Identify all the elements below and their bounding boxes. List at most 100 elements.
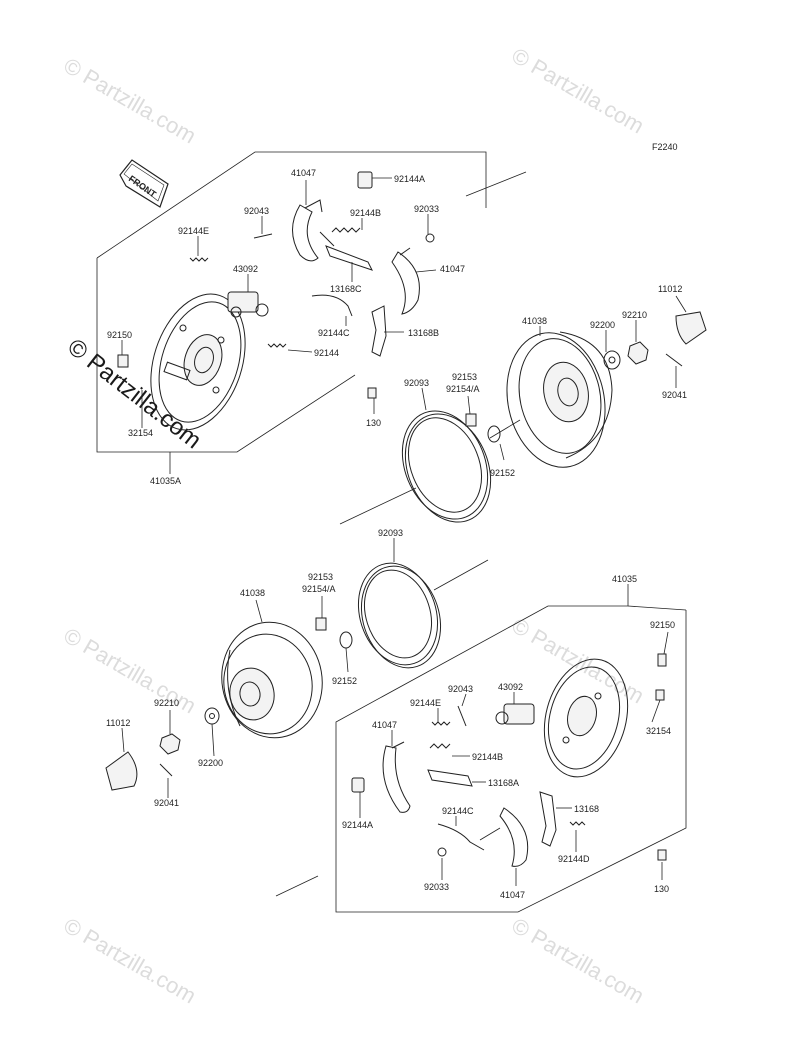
part-label: 92144B — [472, 752, 503, 762]
watermark-text: © Partzilla.com — [60, 53, 201, 149]
watermark-text: © Partzilla.com — [508, 43, 649, 139]
part-label: 92200 — [590, 320, 615, 330]
lever-13168a-icon — [427, 769, 473, 787]
top-leader-lines — [121, 177, 687, 474]
part-label: 92033 — [414, 204, 439, 214]
part-label: 13168 — [574, 804, 599, 814]
part-label: 92144A — [394, 174, 425, 184]
part-label: 92041 — [662, 390, 687, 400]
washer-92200-bottom-icon — [204, 707, 220, 725]
brake-shoe-41047-bottom-b — [499, 807, 529, 867]
part-label: 92144E — [410, 698, 441, 708]
spring-92144e-top-icon — [189, 257, 209, 262]
bottom-guide-line — [433, 559, 489, 591]
spring-92144c-bottom-icon — [437, 823, 485, 851]
bolt-32154-bottom-icon — [655, 689, 665, 701]
part-label: 41038 — [522, 316, 547, 326]
part-label: 92041 — [154, 798, 179, 808]
part-label: 92144 — [314, 348, 339, 358]
pin-92043-bottom-icon — [457, 705, 467, 727]
top-assembly-boundary — [96, 151, 527, 453]
backing-plate-41035 — [543, 658, 629, 778]
part-label: 92144C — [318, 328, 350, 338]
part-label: 92144B — [350, 208, 381, 218]
part-label: 92144C — [442, 806, 474, 816]
part-label: 92152 — [490, 468, 515, 478]
part-label: 41038 — [240, 588, 265, 598]
nut-92210-bottom-icon — [159, 733, 181, 755]
nut-92210-top-icon — [627, 341, 649, 365]
spring-92144a-top-icon — [357, 171, 373, 189]
part-label: 92200 — [198, 758, 223, 768]
lever-13168-icon — [539, 791, 557, 847]
bolt-92153-top-icon — [465, 413, 477, 427]
bolt-130-bottom-icon — [657, 849, 667, 861]
part-label: 11012 — [106, 718, 130, 728]
part-label: 41035 — [612, 574, 637, 584]
part-label: 92150 — [650, 620, 675, 630]
part-label: 32154 — [128, 428, 153, 438]
brake-shoe-41047-bottom-a — [382, 741, 411, 813]
part-label: 41047 — [440, 264, 465, 274]
cotter-pin-92041-top-icon — [665, 353, 683, 367]
part-label: 92144D — [558, 854, 590, 864]
part-label: 92154/A — [302, 584, 336, 594]
spring-92144b-bottom-icon — [429, 743, 451, 749]
seal-92093-bottom — [357, 562, 442, 669]
part-label: 130 — [366, 418, 381, 428]
part-label: 92150 — [107, 330, 132, 340]
part-label: 92043 — [448, 684, 473, 694]
part-label: 41047 — [372, 720, 397, 730]
spring-92144e-bottom-icon — [431, 721, 451, 726]
part-label: 92033 — [424, 882, 449, 892]
washer-92200-top-icon — [603, 350, 621, 370]
part-label: 92043 — [244, 206, 269, 216]
wheel-cylinder-43092-top — [227, 291, 269, 318]
part-label: 92153 — [308, 572, 333, 582]
watermark-text: © Partzilla.com — [60, 913, 201, 1009]
part-label: 41035A — [150, 476, 181, 486]
part-label: 13168C — [330, 284, 362, 294]
bolt-92150-top-icon — [117, 354, 129, 368]
watermark-text: © Partzilla.com — [60, 623, 201, 719]
part-label: 92093 — [378, 528, 403, 538]
part-label: 13168B — [408, 328, 439, 338]
part-label: 92093 — [404, 378, 429, 388]
lever-13168b-icon — [371, 305, 387, 357]
spring-92144a-bottom-icon — [351, 777, 365, 793]
wheel-cylinder-43092-bottom — [495, 703, 535, 725]
part-label: 92210 — [622, 310, 647, 320]
bolt-130-top-icon — [367, 387, 377, 399]
part-label: 11012 — [658, 284, 682, 294]
part-label: 92152 — [332, 676, 357, 686]
watermark-text: © Partzilla.com — [508, 913, 649, 1009]
cap-11012-bottom-icon — [105, 751, 138, 791]
part-label: 41047 — [291, 168, 316, 178]
front-arrow-icon: FRONT — [119, 159, 169, 208]
brake-shoe-41047-top-b — [391, 247, 420, 315]
seal-92093-top — [401, 410, 492, 523]
spring-92144-top-icon — [267, 343, 287, 348]
part-label: 13168A — [488, 778, 519, 788]
washer-92152-top-icon — [487, 425, 501, 443]
bolt-92150-bottom-icon — [657, 653, 667, 667]
part-label: 43092 — [233, 264, 258, 274]
part-label: 41047 — [500, 890, 525, 900]
cotter-pin-92041-bottom-icon — [159, 763, 173, 777]
part-label: 43092 — [498, 682, 523, 692]
bottom-leader-lines — [121, 538, 669, 886]
bottom-assembly-boundary — [275, 584, 687, 913]
pin-92043-top-icon — [253, 233, 273, 239]
top-part-labels: 41047 92144A 92043 92144B 92033 92144E 4… — [107, 168, 687, 486]
brake-drum-41038-top — [506, 331, 613, 468]
clip-92033-top-icon — [425, 233, 435, 243]
part-label: 92144E — [178, 226, 209, 236]
diagram-code: F2240 — [652, 142, 678, 152]
spring-92144b-top-icon — [331, 227, 361, 233]
part-label: 130 — [654, 884, 669, 894]
bottom-part-labels: 92093 92153 92154/A 41038 41035 92152 92… — [106, 528, 675, 900]
clip-92033-bottom-icon — [437, 847, 447, 857]
spring-92144d-icon — [569, 821, 586, 826]
